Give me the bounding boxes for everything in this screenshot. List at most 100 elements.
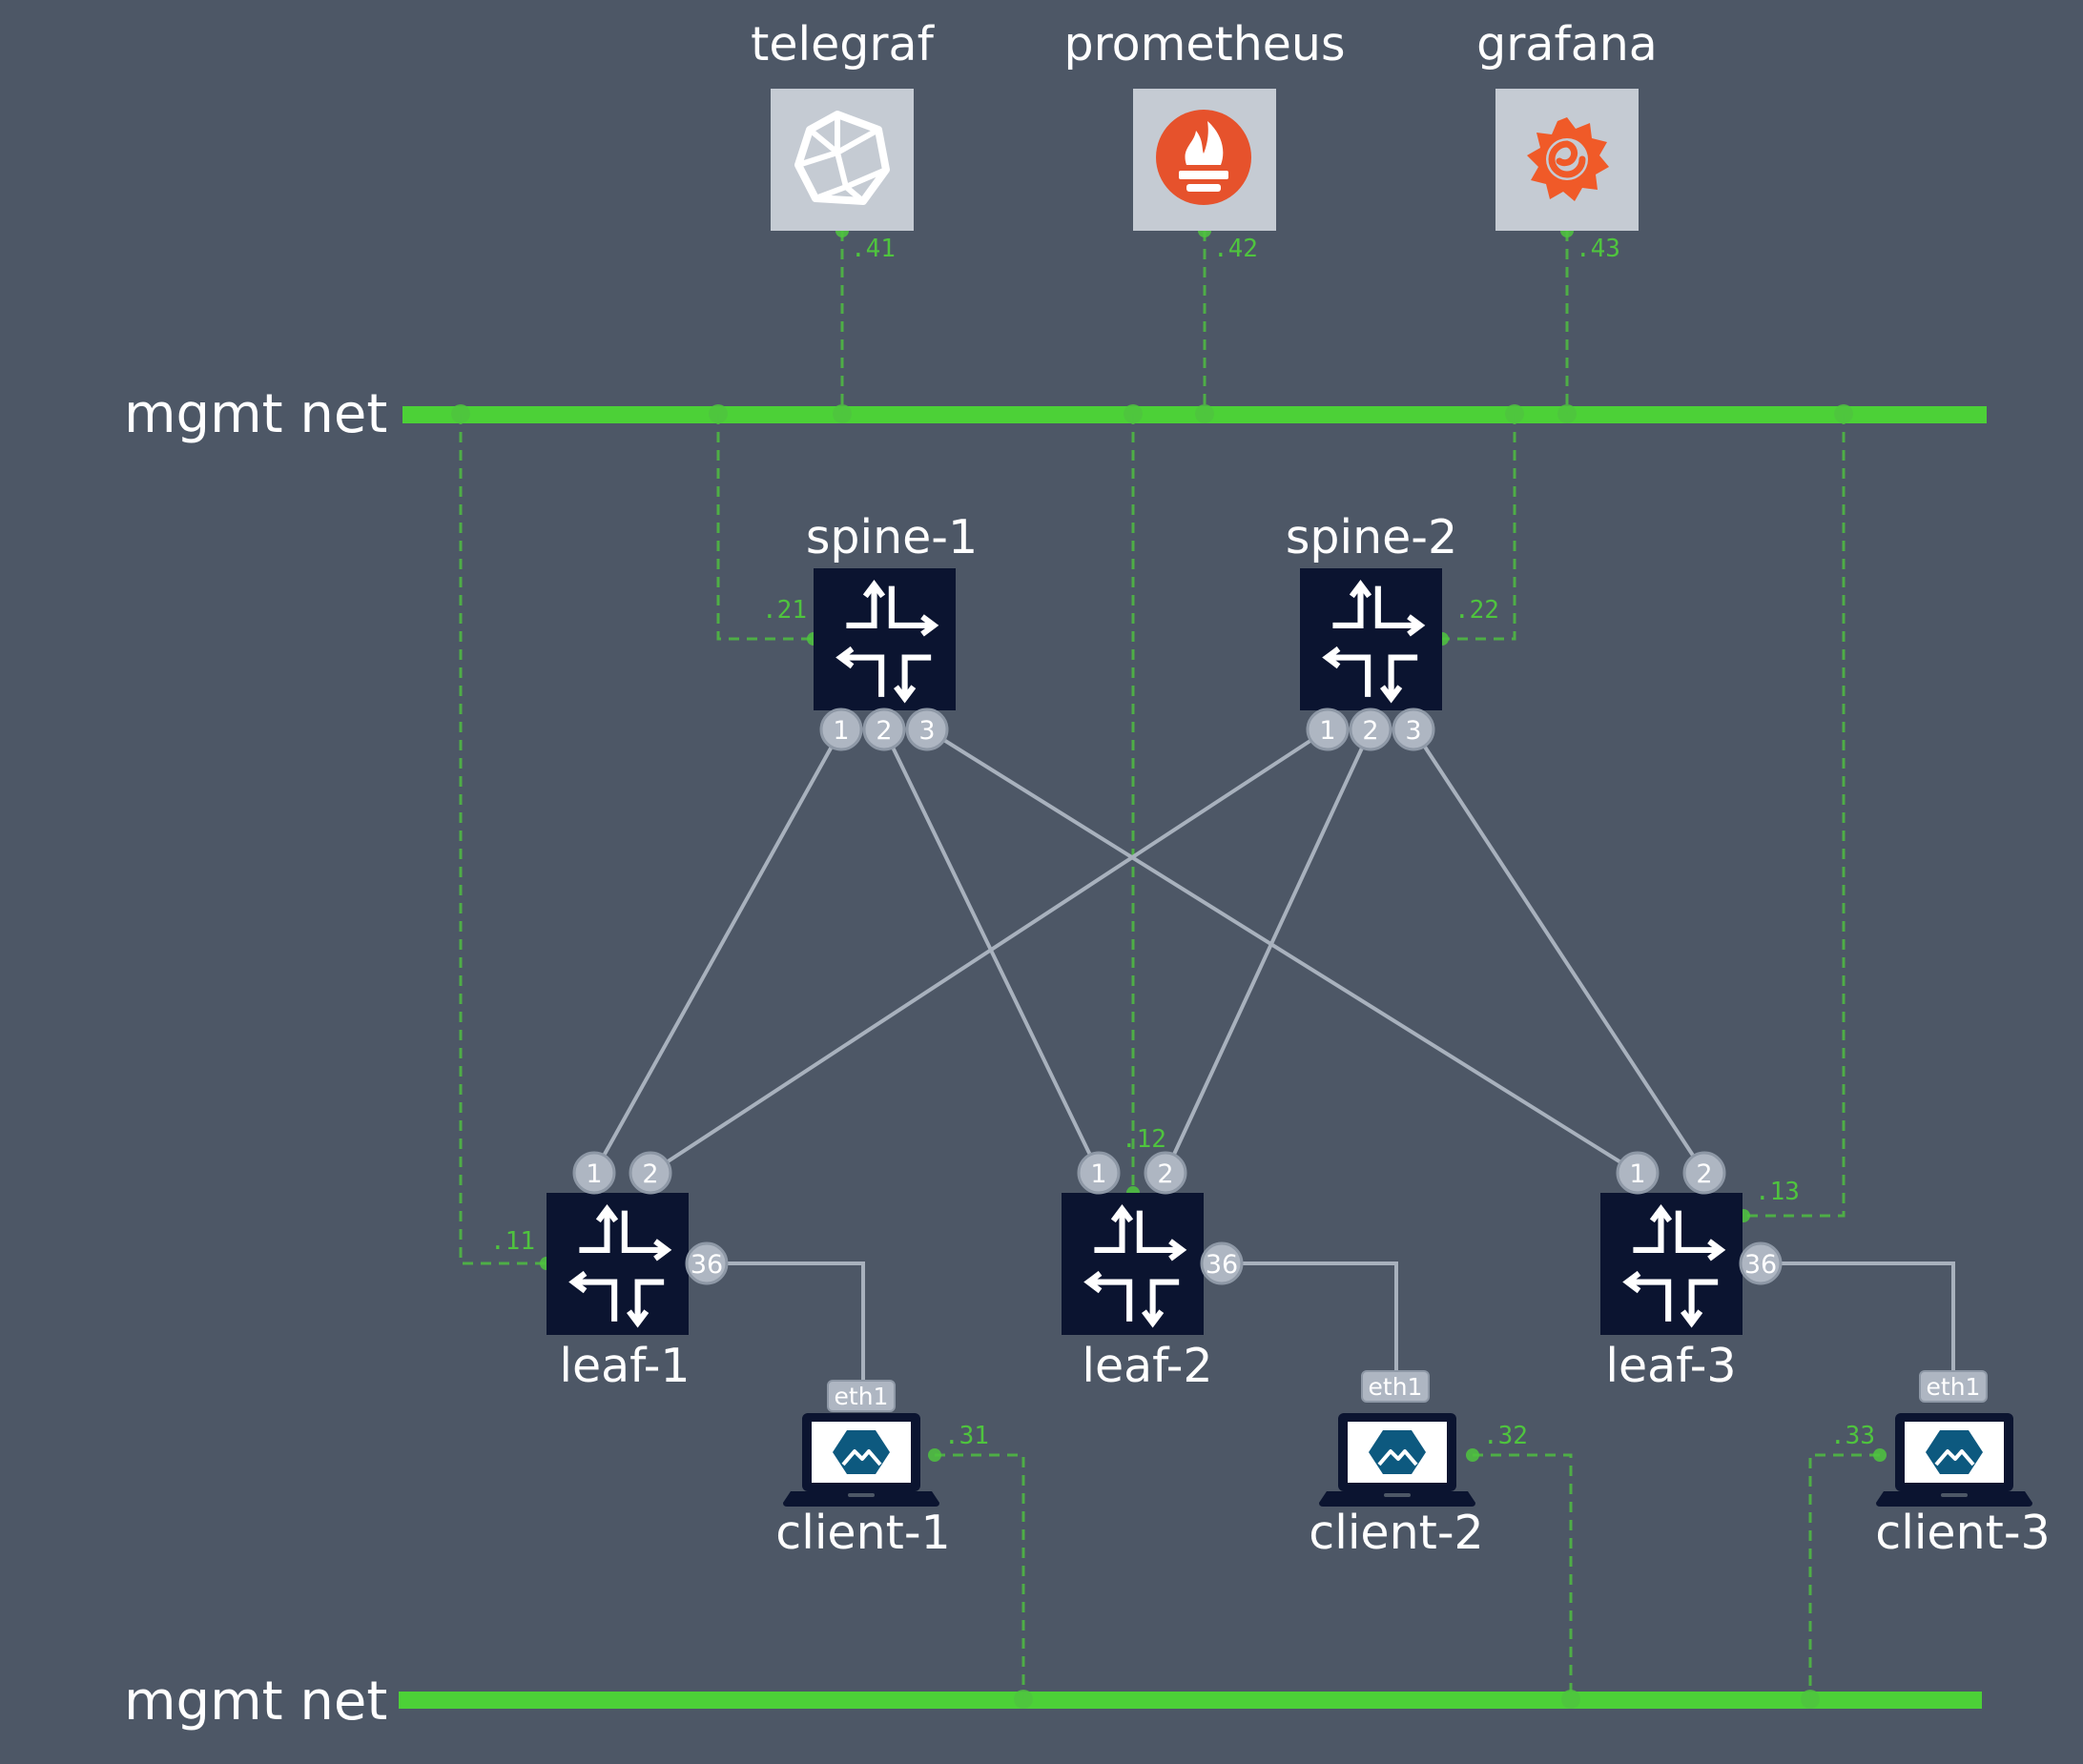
spine-1-port-2[interactable]: 2 bbox=[862, 708, 906, 751]
grafana-ip: .43 bbox=[1576, 235, 1620, 263]
svg-text:1: 1 bbox=[1319, 716, 1335, 746]
leaf-2-label: leaf-2 bbox=[1082, 1339, 1212, 1393]
mgmt-link-spine-2 bbox=[1442, 414, 1516, 641]
client-1-ip: .31 bbox=[944, 1422, 989, 1450]
spine-1-router bbox=[814, 568, 956, 710]
leaf-3-port-36[interactable]: 36 bbox=[1739, 1241, 1783, 1285]
mgmt-link-client-2 bbox=[1473, 1453, 1573, 1699]
leaf-3-label: leaf-3 bbox=[1605, 1339, 1736, 1393]
leaf-2-node[interactable]: leaf-2 .12 1 2 36 bbox=[1062, 1125, 1244, 1393]
leaf-3-ip: .13 bbox=[1755, 1178, 1800, 1206]
svg-text:3: 3 bbox=[918, 716, 935, 746]
svg-text:36: 36 bbox=[691, 1250, 723, 1280]
leaf-1-port-2[interactable]: 2 bbox=[629, 1151, 672, 1195]
leaf-3-port-1[interactable]: 1 bbox=[1616, 1151, 1660, 1195]
alpine-laptop-icon bbox=[781, 1411, 941, 1508]
svg-text:2: 2 bbox=[1696, 1159, 1712, 1189]
link-leaf-1-client-1 bbox=[707, 1261, 865, 1396]
alpine-laptop-icon bbox=[1874, 1411, 2034, 1508]
svg-text:eth1: eth1 bbox=[835, 1383, 889, 1410]
grafana-swirl-icon bbox=[1527, 117, 1609, 201]
leaf-2-router bbox=[1062, 1193, 1204, 1335]
spine-1-port-3[interactable]: 3 bbox=[905, 708, 949, 751]
client-3-node[interactable]: eth1 client-3 .33 bbox=[1830, 1370, 2051, 1560]
spine-1-ip: .21 bbox=[762, 596, 807, 625]
client-1-label: client-1 bbox=[775, 1506, 950, 1560]
alpine-laptop-icon bbox=[1317, 1411, 1477, 1508]
svg-text:2: 2 bbox=[1157, 1159, 1173, 1189]
link-spine-2-leaf-1 bbox=[649, 728, 1330, 1175]
spine-2-port-2[interactable]: 2 bbox=[1349, 708, 1392, 751]
spine-2-port-1[interactable]: 1 bbox=[1306, 708, 1350, 751]
prometheus-label: prometheus bbox=[1063, 17, 1345, 72]
spine-2-router bbox=[1300, 568, 1442, 710]
grafana-node[interactable]: grafana .43 bbox=[1476, 17, 1658, 263]
spine-1-label: spine-1 bbox=[806, 510, 978, 564]
svg-text:1: 1 bbox=[833, 716, 849, 746]
client-3-ip: .33 bbox=[1830, 1422, 1875, 1450]
leaf-2-port-2[interactable]: 2 bbox=[1144, 1151, 1187, 1195]
spine-1-port-1[interactable]: 1 bbox=[819, 708, 863, 751]
svg-text:2: 2 bbox=[876, 716, 892, 746]
client-2-eth1-port[interactable]: eth1 bbox=[1361, 1370, 1430, 1403]
client-2-ip: .32 bbox=[1483, 1422, 1528, 1450]
link-spine-1-leaf-1 bbox=[592, 728, 843, 1174]
telegraf-ip: .41 bbox=[851, 235, 896, 263]
grafana-label: grafana bbox=[1476, 17, 1658, 72]
link-leaf-3-client-3 bbox=[1761, 1261, 1955, 1386]
mgmt-net-bar-bottom bbox=[399, 1692, 1982, 1709]
leaf-1-router bbox=[547, 1193, 689, 1335]
telegraf-node[interactable]: telegraf .41 bbox=[751, 17, 935, 263]
mgmt-net-label-top: mgmt net bbox=[124, 383, 387, 445]
leaf-1-ip: .11 bbox=[490, 1227, 535, 1256]
leaf-1-node[interactable]: leaf-1 .11 1 2 36 bbox=[490, 1151, 729, 1393]
svg-text:3: 3 bbox=[1405, 716, 1421, 746]
prometheus-torch-icon bbox=[1156, 110, 1251, 205]
prometheus-ip: .42 bbox=[1213, 235, 1258, 263]
client-3-eth1-port[interactable]: eth1 bbox=[1919, 1370, 1988, 1403]
link-spine-2-leaf-3 bbox=[1412, 728, 1706, 1175]
svg-text:eth1: eth1 bbox=[1927, 1373, 1981, 1401]
mgmt-net-label-bottom: mgmt net bbox=[124, 1671, 387, 1733]
leaf-3-router bbox=[1600, 1193, 1743, 1335]
mgmt-link-spine-1 bbox=[716, 414, 814, 641]
prometheus-node[interactable]: prometheus .42 bbox=[1063, 17, 1345, 263]
svg-text:1: 1 bbox=[1090, 1159, 1106, 1189]
spine-2-port-3[interactable]: 3 bbox=[1392, 708, 1435, 751]
svg-text:eth1: eth1 bbox=[1369, 1373, 1423, 1401]
telegraf-label: telegraf bbox=[751, 17, 935, 72]
fabric-links bbox=[592, 728, 1955, 1396]
spine-2-node[interactable]: spine-2 .22 1 2 3 bbox=[1286, 510, 1499, 751]
leaf-3-node[interactable]: leaf-3 .13 1 2 36 bbox=[1600, 1151, 1800, 1393]
spine-1-node[interactable]: spine-1 .21 1 2 3 bbox=[762, 510, 978, 751]
leaf-2-port-36[interactable]: 36 bbox=[1200, 1241, 1244, 1285]
mgmt-net-bar-top bbox=[402, 406, 1987, 423]
leaf-3-port-2[interactable]: 2 bbox=[1682, 1151, 1726, 1195]
leaf-1-port-1[interactable]: 1 bbox=[572, 1151, 616, 1195]
telegraf-tile bbox=[771, 89, 914, 231]
icosahedron-icon bbox=[794, 111, 890, 205]
leaf-1-port-36[interactable]: 36 bbox=[685, 1241, 729, 1285]
spine-2-label: spine-2 bbox=[1286, 510, 1457, 564]
client-1-node[interactable]: eth1 client-1 .31 bbox=[775, 1380, 989, 1560]
link-spine-1-leaf-3 bbox=[925, 728, 1640, 1175]
svg-text:36: 36 bbox=[1744, 1250, 1777, 1280]
client-2-node[interactable]: eth1 client-2 .32 bbox=[1309, 1370, 1528, 1560]
spine-2-ip: .22 bbox=[1454, 596, 1499, 625]
mgmt-link-leaf-1 bbox=[459, 414, 547, 1265]
client-3-label: client-3 bbox=[1875, 1506, 2050, 1560]
mgmt-links bbox=[459, 231, 1880, 1699]
client-2-label: client-2 bbox=[1309, 1506, 1483, 1560]
mgmt-link-leaf-3 bbox=[1743, 414, 1846, 1218]
leaf-2-port-1[interactable]: 1 bbox=[1077, 1151, 1121, 1195]
link-leaf-2-client-2 bbox=[1222, 1261, 1398, 1386]
client-1-eth1-port[interactable]: eth1 bbox=[827, 1380, 896, 1412]
svg-text:2: 2 bbox=[1362, 716, 1378, 746]
link-spine-2-leaf-2 bbox=[1164, 728, 1372, 1174]
mgmt-link-client-1 bbox=[935, 1453, 1025, 1699]
svg-text:2: 2 bbox=[642, 1159, 658, 1189]
svg-text:36: 36 bbox=[1206, 1250, 1238, 1280]
leaf-1-label: leaf-1 bbox=[559, 1339, 690, 1393]
svg-text:1: 1 bbox=[586, 1159, 602, 1189]
svg-text:1: 1 bbox=[1629, 1159, 1645, 1189]
